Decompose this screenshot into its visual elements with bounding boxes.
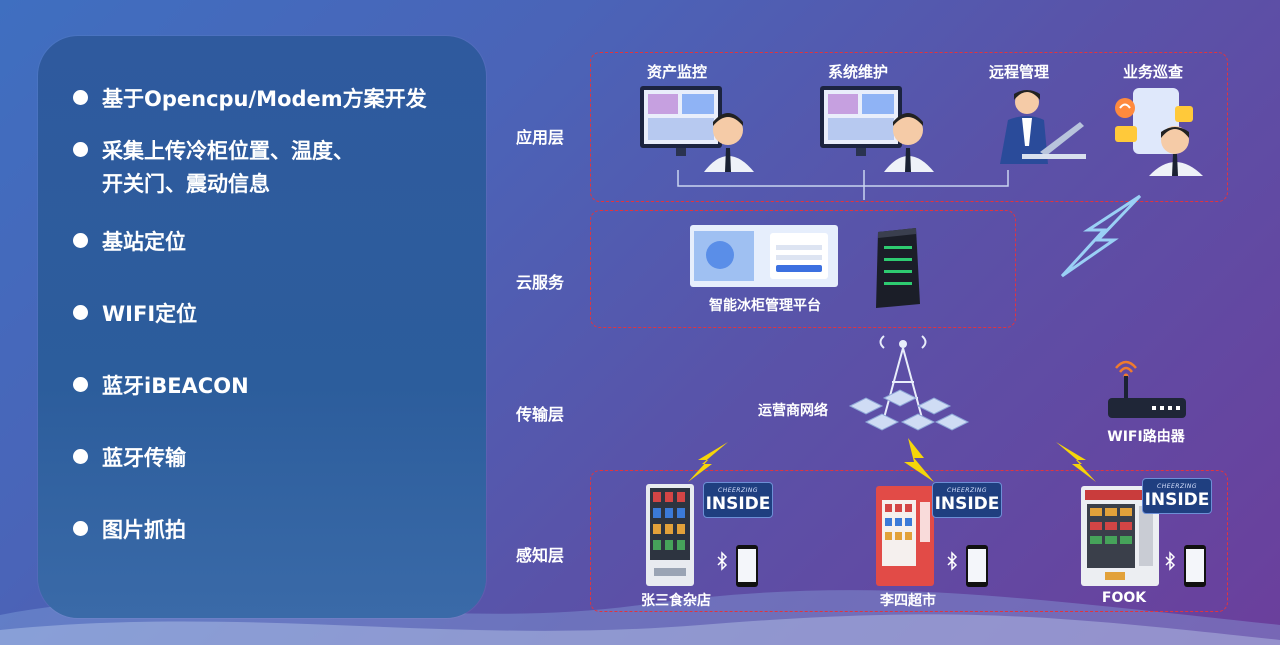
vending-fridge-2	[876, 486, 934, 586]
app-title-remote-management: 远程管理	[988, 63, 1049, 81]
server-rack-icon	[876, 228, 920, 308]
bullet-dot	[73, 233, 88, 248]
layer-label-cloud: 云服务	[516, 273, 565, 292]
feature-item: 基于Opencpu/Modem方案开发	[73, 83, 427, 116]
store-label: FOOK	[1101, 590, 1147, 606]
bullet-dot	[73, 305, 88, 320]
lightning-bolt-icon	[1060, 194, 1142, 278]
feature-text-line: 采集上传冷柜位置、温度、	[102, 139, 354, 163]
badge-top-text: CHEERZING	[947, 487, 987, 494]
badge-top-text: CHEERZING	[1157, 483, 1197, 490]
badge-top-text: CHEERZING	[718, 487, 758, 494]
feature-item: 蓝牙传输	[73, 442, 186, 475]
app-title-asset-monitor: 资产监控	[646, 63, 707, 81]
bullet-dot	[73, 90, 88, 105]
feature-text: WIFI定位	[102, 302, 198, 326]
vending-fridge-1	[646, 484, 694, 586]
feature-text: 采集上传冷柜位置、温度、 开关门、震动信息	[102, 135, 354, 201]
store-label: 张三食杂店	[641, 593, 711, 609]
badge-main-text: INSIDE	[705, 494, 771, 514]
bluetooth-phone-icon	[717, 545, 758, 587]
application-connector-lines	[677, 170, 1009, 200]
feature-item: 图片抓拍	[73, 514, 186, 547]
feature-item: 蓝牙iBEACON	[73, 370, 249, 403]
vending-fridge-3	[1081, 486, 1159, 586]
platform-label: 智能冰柜管理平台	[709, 298, 821, 314]
wifi-router-icon	[1108, 360, 1186, 418]
bluetooth-phone-icon	[947, 545, 988, 587]
cloud-layer-box	[590, 210, 1016, 328]
feature-panel: 基于Opencpu/Modem方案开发 采集上传冷柜位置、温度、 开关门、震动信…	[38, 36, 486, 618]
remote-management-illustration	[1000, 90, 1086, 164]
lightning-bolt-icon	[904, 438, 934, 482]
feature-text: 蓝牙传输	[102, 446, 186, 470]
badge-main-text: INSIDE	[934, 494, 1000, 514]
sensing-layer-box	[590, 470, 1228, 612]
bluetooth-phone-icon	[1165, 545, 1206, 587]
asset-monitor-illustration	[640, 86, 754, 172]
layer-label-application: 应用层	[516, 128, 565, 147]
platform-screenshot	[690, 225, 838, 287]
feature-item: 采集上传冷柜位置、温度、 开关门、震动信息	[73, 135, 354, 201]
feature-text: 基站定位	[102, 230, 186, 254]
bullet-dot	[73, 377, 88, 392]
store-label: 李四超市	[880, 593, 936, 609]
app-title-system-maintenance: 系统维护	[827, 63, 888, 81]
layer-label-sensing: 感知层	[516, 546, 565, 565]
layer-label-transport: 传输层	[516, 405, 565, 424]
bullet-dot	[73, 449, 88, 464]
cheerzing-inside-badge: CHEERZING INSIDE	[703, 482, 773, 518]
business-inspection-illustration	[1115, 88, 1203, 176]
feature-text-line: 开关门、震动信息	[102, 172, 270, 196]
cell-tower-icon	[848, 335, 970, 431]
bullet-dot	[73, 521, 88, 536]
feature-text: 图片抓拍	[102, 518, 186, 542]
wifi-router-label: WIFI路由器	[1107, 429, 1185, 445]
feature-text: 基于Opencpu/Modem方案开发	[102, 87, 427, 111]
feature-item: 基站定位	[73, 226, 186, 259]
cheerzing-inside-badge: CHEERZING INSIDE	[1142, 478, 1212, 514]
carrier-network-label: 运营商网络	[758, 403, 828, 419]
lightning-bolt-icon	[1056, 442, 1096, 482]
application-layer-box	[590, 52, 1228, 202]
bullet-dot	[73, 142, 88, 157]
badge-main-text: INSIDE	[1144, 490, 1210, 510]
app-title-business-inspection: 业务巡查	[1122, 63, 1183, 81]
cheerzing-inside-badge: CHEERZING INSIDE	[932, 482, 1002, 518]
lightning-bolt-icon	[688, 442, 728, 482]
feature-text: 蓝牙iBEACON	[102, 374, 249, 398]
feature-item: WIFI定位	[73, 298, 197, 331]
system-maintenance-illustration	[820, 86, 934, 172]
